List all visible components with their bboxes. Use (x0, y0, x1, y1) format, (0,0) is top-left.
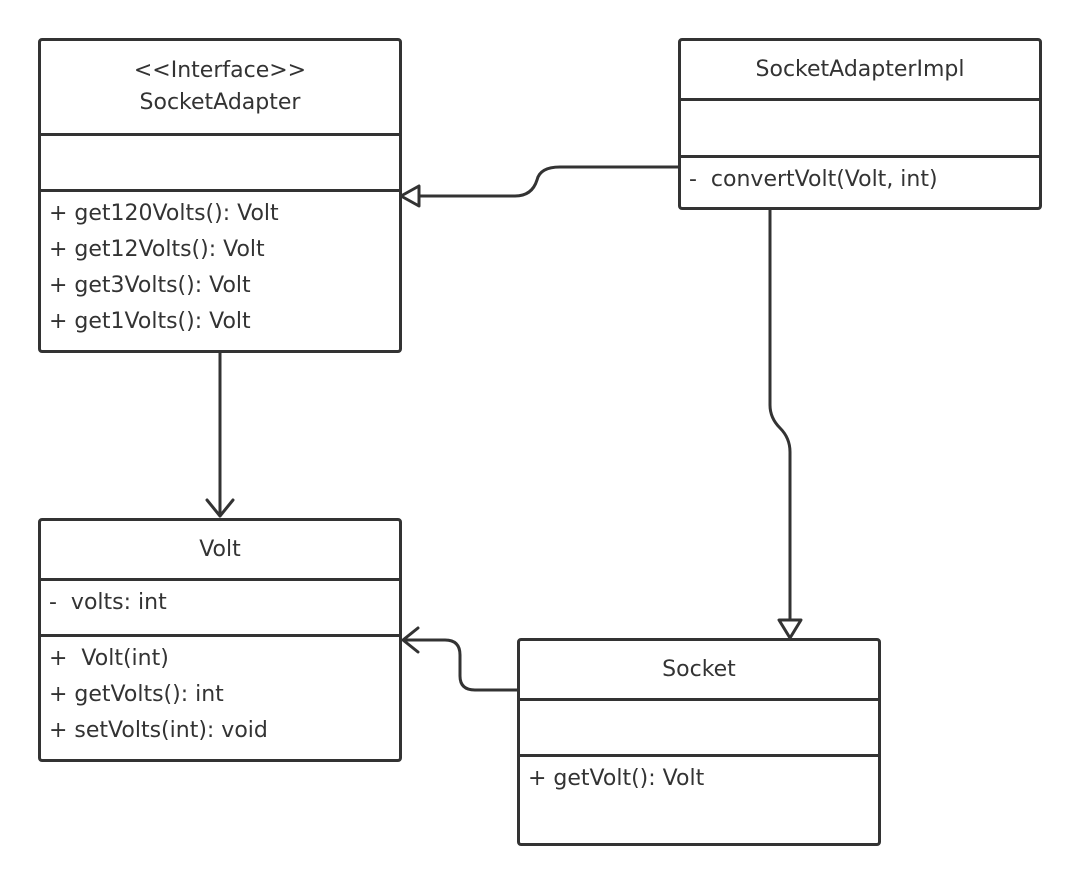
class-name: SocketAdapter (139, 90, 301, 115)
attributes-compartment (41, 133, 399, 189)
connector-impl-to-adapter (419, 165, 678, 198)
operations-compartment: - convertVolt(Volt, int) (681, 155, 1039, 207)
hollow-triangle-arrowhead-socket (777, 618, 803, 640)
class-header: <<Interface>> SocketAdapter (41, 41, 399, 133)
hollow-triangle-arrowhead-adapter (399, 184, 421, 208)
class-header: SocketAdapterImpl (681, 41, 1039, 98)
operation: + getVolts(): int (49, 682, 224, 707)
connector-socket-to-volt (403, 638, 517, 692)
operations-compartment: + get120Volts(): Volt + get12Volts(): Vo… (41, 189, 399, 350)
operation: + get1Volts(): Volt (49, 309, 251, 334)
operation: + get3Volts(): Volt (49, 273, 251, 298)
class-socket[interactable]: Socket + getVolt(): Volt (517, 638, 881, 846)
class-name: SocketAdapterImpl (755, 56, 965, 82)
open-arrowhead-volt-top (205, 498, 235, 518)
class-name: Socket (662, 656, 736, 682)
attribute: - volts: int (49, 590, 167, 615)
class-name: Volt (199, 536, 241, 562)
operation: + getVolt(): Volt (528, 766, 705, 791)
connector-impl-to-socket (768, 210, 792, 620)
operation: + get12Volts(): Volt (49, 237, 265, 262)
operation: + setVolts(int): void (49, 718, 268, 743)
operations-compartment: + getVolt(): Volt (520, 754, 878, 843)
attributes-compartment: - volts: int (41, 578, 399, 634)
class-stereotype: <<Interface>> (133, 58, 307, 83)
attributes-compartment (681, 98, 1039, 155)
operation: + Volt(int) (49, 646, 169, 671)
class-header: Socket (520, 641, 878, 698)
operation: + get120Volts(): Volt (49, 201, 279, 226)
operations-compartment: + Volt(int) + getVolts(): int + setVolts… (41, 634, 399, 759)
class-volt[interactable]: Volt - volts: int + Volt(int) + getVolts… (38, 518, 402, 762)
class-socket-adapter[interactable]: <<Interface>> SocketAdapter + get120Volt… (38, 38, 402, 353)
class-socket-adapter-impl[interactable]: SocketAdapterImpl - convertVolt(Volt, in… (678, 38, 1042, 210)
operation: - convertVolt(Volt, int) (689, 167, 938, 192)
open-arrowhead-volt-right (401, 626, 420, 654)
class-header: Volt (41, 521, 399, 578)
attributes-compartment (520, 698, 878, 754)
